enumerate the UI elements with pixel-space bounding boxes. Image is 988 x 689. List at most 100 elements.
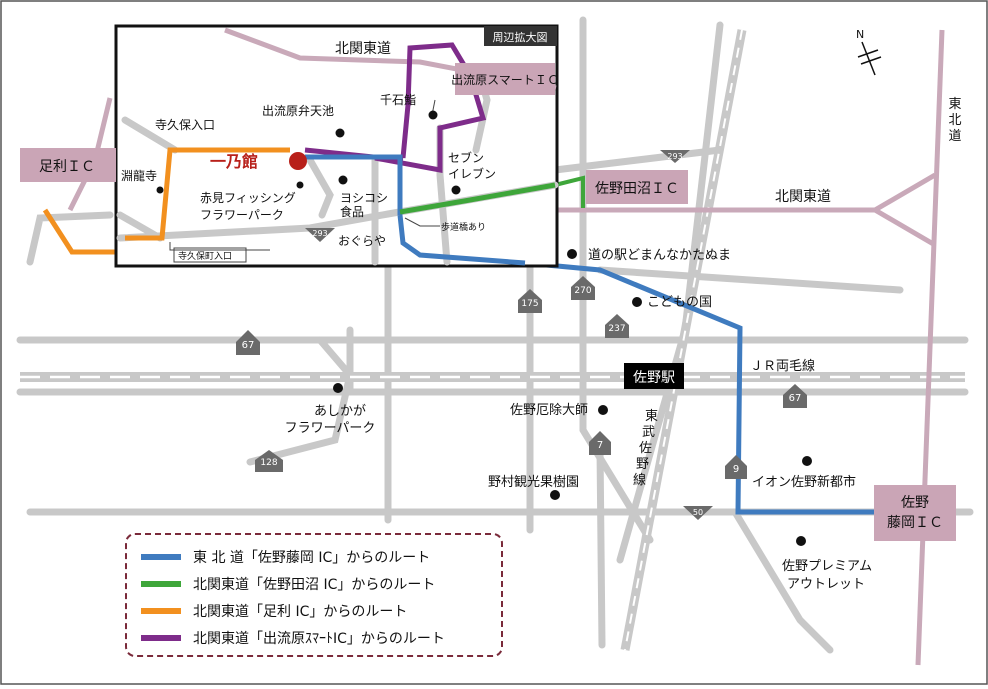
outlet-label-1: 佐野プレミアム xyxy=(782,559,872,574)
route-tohoku-inset-top xyxy=(305,154,403,215)
jr-label: ＪＲ両毛線 xyxy=(750,358,815,374)
sengoku-label: 千石鮨 xyxy=(380,93,416,107)
route-50-label: 50 xyxy=(693,508,703,517)
restaurant-logo: 一乃館 xyxy=(210,152,258,171)
marker-ashikaga-fp xyxy=(333,383,343,393)
marker-seven xyxy=(451,185,461,195)
marker-akami xyxy=(296,181,304,189)
hodokyo-leader xyxy=(404,217,440,227)
sano-fujioka-ic-label-2: 藤岡ＩＣ xyxy=(887,515,943,531)
legend-label-sano-tanuma: 北関東道「佐野田沼 IC」からのルート xyxy=(193,576,436,593)
nomura-label: 野村観光果樹園 xyxy=(488,475,579,490)
akami-label-2: フラワーパーク xyxy=(200,208,284,222)
tobu-line xyxy=(620,29,747,651)
ashikaga-fp-label-2: フラワーパーク xyxy=(285,421,376,436)
shinryuji-label: 淵龍寺 xyxy=(121,168,157,183)
akami-label-1: 赤見フィッシング xyxy=(200,191,296,205)
road-7 xyxy=(596,444,606,649)
ashikaga-ic-label: 足利ＩＣ xyxy=(39,159,95,175)
shield-50 xyxy=(683,506,713,520)
legend-label-izurubara: 北関東道「出流原ｽﾏｰﾄIC」からのルート xyxy=(193,630,445,647)
marker-michinoeki xyxy=(567,249,577,259)
sano-station-bg xyxy=(624,363,684,389)
ic-boxes xyxy=(20,26,956,541)
tohoku-expressway xyxy=(915,29,945,666)
sano-station-label: 佐野駅 xyxy=(633,370,675,386)
legend-item-izurubara: 北関東道「出流原ｽﾏｰﾄIC」からのルート xyxy=(141,624,501,651)
route-ashikaga-inset xyxy=(125,147,290,241)
route-67-east-label: 67 xyxy=(789,393,802,404)
kitakanto-jct-upper xyxy=(873,172,937,213)
road-293-east xyxy=(551,146,724,174)
izurubara-ic-box xyxy=(455,63,555,95)
terakubo-machi-label: 寺久保町入口 xyxy=(178,250,232,262)
legend-item-sano-tanuma: 北関東道「佐野田沼 IC」からのルート xyxy=(141,570,501,597)
inset-road-sw xyxy=(116,211,164,242)
legend-swatch-sano-tanuma xyxy=(141,580,181,587)
legend-item-tohoku: 東 北 道「佐野藤岡 IC」からのルート xyxy=(141,543,501,570)
seven-label-1: セブン xyxy=(448,150,484,165)
kodomo-label: こどもの国 xyxy=(647,295,712,310)
yoshikoshi-label-1: ヨシコシ xyxy=(340,191,388,205)
marker-yakuyoke xyxy=(598,405,608,415)
route-67-west-label: 67 xyxy=(242,340,255,351)
road-128 xyxy=(246,336,354,466)
marker-aeon xyxy=(802,456,812,466)
terakubo-label: 寺久保入口 xyxy=(155,118,215,132)
marker-outlet xyxy=(796,536,806,546)
route-293-inset-label: 293 xyxy=(312,229,327,238)
route-237-label: 237 xyxy=(608,324,625,334)
kitakanto-jct-lower xyxy=(873,207,937,248)
expressways xyxy=(67,29,945,666)
route-270-label: 270 xyxy=(574,286,591,296)
sano-fujioka-ic-box xyxy=(874,485,956,541)
yoshikoshi-label-2: 食品 xyxy=(340,204,364,219)
sano-tanuma-ic-label: 佐野田沼ＩＣ xyxy=(595,181,679,197)
tobu-label-4: 野 xyxy=(636,457,649,472)
legend-label-ashikaga: 北関東道「足利 IC」からのルート xyxy=(193,603,408,620)
inset-label: 周辺拡大図 xyxy=(493,30,548,44)
shield-128 xyxy=(255,450,283,472)
marker-benten xyxy=(335,128,345,138)
route-293-east-label: 293 xyxy=(667,152,682,161)
seven-label-2: イレブン xyxy=(448,166,496,181)
tobu-label-3: 佐 xyxy=(639,441,652,456)
road-270 xyxy=(579,16,654,544)
aeon-label: イオン佐野新都市 xyxy=(752,474,856,490)
road-se xyxy=(731,508,834,654)
izurubara-ic-label: 出流原スマートＩＣ xyxy=(451,73,559,87)
route-ashikaga-outer xyxy=(42,208,115,255)
yakuyoke-label: 佐野厄除大師 xyxy=(510,403,588,418)
kitakanto-label-inset: 北関東道 xyxy=(335,41,391,57)
outlet-label-2: アウトレット xyxy=(787,577,865,592)
restaurant-marker-icon xyxy=(289,152,307,170)
route-tohoku-outer xyxy=(524,260,950,515)
route-shields xyxy=(236,150,807,520)
inset-label-bg xyxy=(484,26,557,46)
tohoku-label-3: 道 xyxy=(948,129,961,144)
hodokyo-label: 歩道橋あり xyxy=(441,221,486,233)
ashikaga-fp-label-1: あしかが xyxy=(314,404,366,419)
route-7-label: 7 xyxy=(597,440,603,451)
route-legend: 東 北 道「佐野藤岡 IC」からのルート 北関東道「佐野田沼 IC」からのルート… xyxy=(125,533,503,657)
legend-swatch-izurubara xyxy=(141,634,181,641)
poi-markers xyxy=(156,110,812,546)
kitakanto-label-east: 北関東道 xyxy=(775,189,831,205)
route-sano-tanuma-inset xyxy=(399,182,556,215)
compass-label: N xyxy=(856,28,864,41)
shield-7 xyxy=(589,431,611,455)
shield-67-west xyxy=(236,330,260,355)
shield-237 xyxy=(605,314,629,338)
shield-67-east xyxy=(783,384,807,408)
inset-road-terakubo xyxy=(121,116,179,154)
tohoku-label-1: 東 xyxy=(948,96,961,112)
tobu-label-2: 武 xyxy=(642,425,655,440)
shield-9 xyxy=(725,455,747,479)
michinoeki-label: 道の駅どまんなかたぬま xyxy=(588,248,731,263)
sano-fujioka-ic-label-1: 佐野 xyxy=(901,495,929,511)
terakubo-machi-box xyxy=(173,247,247,263)
shield-270 xyxy=(571,276,595,300)
inset-map xyxy=(114,24,559,268)
tobu-label-5: 線 xyxy=(633,472,646,488)
